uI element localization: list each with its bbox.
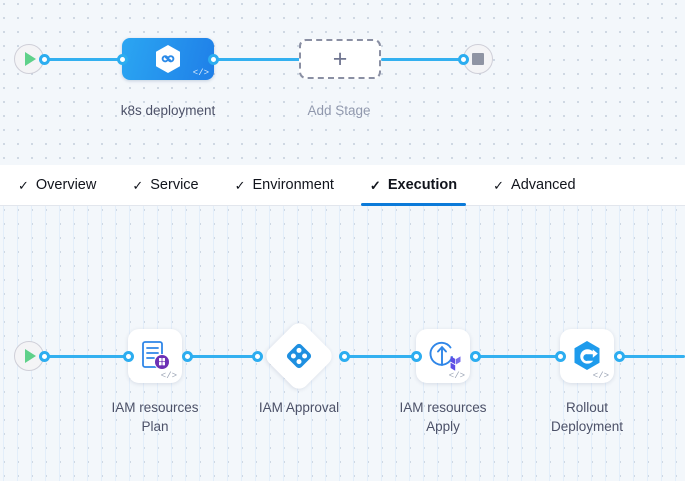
stage-node-k8s-deployment[interactable]: </> (122, 38, 214, 80)
play-icon (25, 349, 36, 363)
code-badge-icon: </> (592, 371, 609, 381)
code-badge-icon: </> (448, 371, 465, 381)
wire-rollout-to-next (619, 355, 685, 358)
port-stage-in[interactable] (117, 54, 128, 65)
step-node-iam-resources-plan[interactable]: </> (128, 329, 182, 383)
terraform-apply-icon (429, 341, 461, 371)
code-badge-icon: </> (192, 68, 209, 78)
check-icon: ✓ (132, 177, 144, 193)
stage-canvas[interactable]: </> k8s deployment + Add Stage (0, 0, 685, 165)
port-plan-out[interactable] (182, 351, 193, 362)
check-icon: ✓ (493, 177, 505, 193)
helm-hexagon-icon (156, 45, 180, 73)
port-apply-out[interactable] (470, 351, 481, 362)
port-rollout-out[interactable] (614, 351, 625, 362)
wire-stage-to-addstage (212, 58, 300, 61)
code-badge-icon: </> (160, 371, 177, 381)
tab-label: Environment (252, 177, 334, 193)
tab-service[interactable]: ✓ Service (114, 165, 216, 205)
play-icon (25, 52, 36, 66)
tab-advanced[interactable]: ✓ Advanced (475, 165, 593, 205)
step-label-iam-resources-apply: IAM resources Apply (399, 400, 487, 434)
port-approval-in[interactable] (252, 351, 263, 362)
tab-label: Execution (387, 177, 458, 193)
port-start-out[interactable] (39, 54, 50, 65)
execution-canvas[interactable]: </> IAM resources Plan IAM Approva (0, 206, 685, 481)
approval-diamond-icon (286, 343, 312, 369)
tab-active-underline (360, 203, 467, 206)
rollout-hexagon-icon (574, 341, 600, 370)
wire-exec-start-to-plan (42, 355, 138, 358)
port-approval-out[interactable] (339, 351, 350, 362)
port-end-in[interactable] (458, 54, 469, 65)
terraform-plan-icon (142, 341, 170, 370)
step-node-iam-resources-apply[interactable]: </> (416, 329, 470, 383)
wire-start-to-stage (42, 58, 124, 61)
diamond-content (273, 330, 325, 382)
check-icon: ✓ (18, 177, 29, 193)
stage-config-tabs: ✓ Overview ✓ Service ✓ Environment ✓ Exe… (0, 165, 685, 206)
step-label-rollout-deployment: Rollout Deployment (550, 400, 624, 434)
stage-label-k8s-deployment: k8s deployment (120, 103, 216, 118)
wire-addstage-to-end (381, 58, 463, 61)
plus-icon: + (332, 44, 348, 73)
step-label-iam-resources-plan: IAM resources Plan (111, 400, 199, 434)
port-stage-out[interactable] (208, 54, 219, 65)
tab-label: Advanced (511, 177, 576, 193)
tab-overview[interactable]: ✓ Overview (0, 165, 114, 205)
tab-label: Service (150, 177, 199, 193)
wire-apply-to-rollout (475, 355, 559, 358)
step-label-iam-approval: IAM Approval (258, 400, 340, 415)
port-exec-start-out[interactable] (39, 351, 50, 362)
tab-execution[interactable]: ✓ Execution (352, 165, 475, 206)
tab-label: Overview (35, 177, 97, 193)
port-rollout-in[interactable] (555, 351, 566, 362)
step-node-iam-approval[interactable] (262, 319, 336, 393)
check-icon: ✓ (369, 177, 381, 193)
port-apply-in[interactable] (411, 351, 422, 362)
wire-approval-to-apply (344, 355, 416, 358)
port-plan-in[interactable] (123, 351, 134, 362)
tab-environment[interactable]: ✓ Environment (217, 165, 352, 205)
add-stage-label: Add Stage (307, 103, 371, 118)
wire-plan-to-approval (187, 355, 257, 358)
step-node-rollout-deployment[interactable]: </> (560, 329, 614, 383)
check-icon: ✓ (234, 177, 246, 193)
add-stage-button[interactable]: + (299, 39, 381, 79)
stop-square-icon (472, 53, 484, 65)
